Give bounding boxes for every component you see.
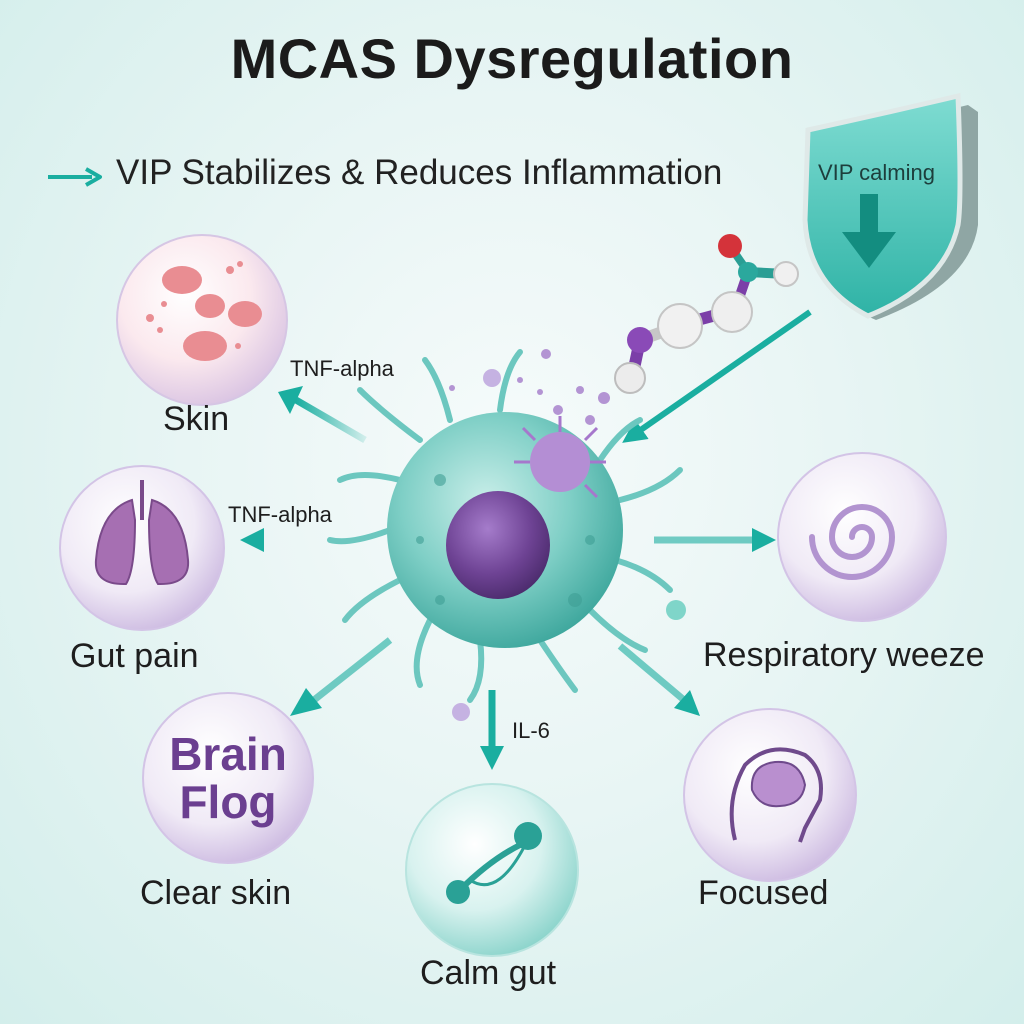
brain-flog-line1: Brain [169, 728, 287, 780]
vip-arrow [622, 309, 812, 443]
calm-gut-bubble [405, 783, 579, 957]
gut-mediator-label: IL-6 [512, 718, 550, 743]
head-brain-icon [729, 747, 823, 843]
lung-mediator-label: TNF-alpha [228, 502, 332, 527]
skin-bubble [116, 234, 288, 406]
gut-pain-label: Gut pain [70, 637, 199, 675]
calm-gut-label: Calm gut [420, 954, 557, 992]
respiratory-label: Respiratory weeze [703, 636, 985, 674]
subtitle: VIP Stabilizes & Reduces Inflammation [116, 153, 723, 192]
shield-icon [802, 92, 978, 320]
skin-lesion-icon [146, 261, 262, 361]
mast-cell-icon [327, 349, 683, 703]
brain-flog-bubble [142, 692, 314, 864]
lungs-icon [94, 480, 190, 586]
vip-molecule-icon [614, 234, 799, 394]
dna-icon [446, 822, 542, 904]
brain-flog-line2: Flog [179, 776, 277, 829]
lung-bubble [59, 465, 225, 631]
swirl-icon [809, 504, 896, 580]
clear-skin-label: Clear skin [140, 874, 292, 912]
granule-dots [449, 349, 610, 425]
skin-label: Skin [163, 400, 230, 438]
page-title: MCAS Dysregulation [230, 27, 794, 90]
small-particle-icon [452, 369, 686, 721]
shield-label: VIP calming [818, 160, 935, 185]
brain-flog-text: Brain Flog [160, 730, 296, 827]
focused-label: Focused [698, 874, 829, 912]
respiratory-bubble [777, 452, 947, 622]
subtitle-arrow-icon [48, 167, 102, 187]
skin-mediator-label: TNF-alpha [290, 356, 394, 381]
